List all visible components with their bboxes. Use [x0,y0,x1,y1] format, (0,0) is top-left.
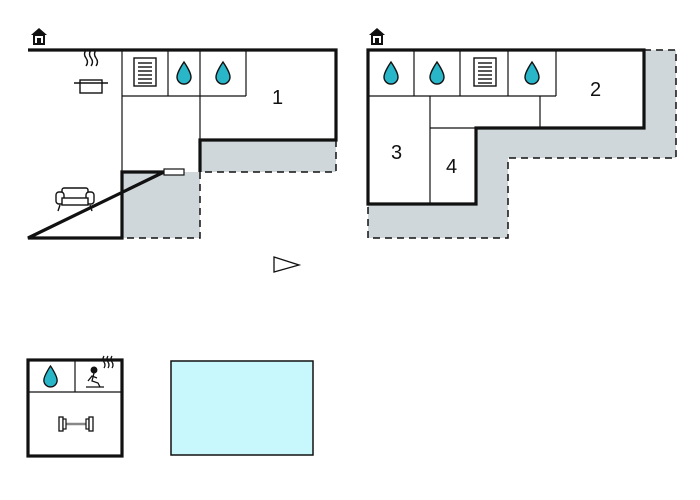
right-unit-walls [366,48,646,206]
water-drop-icon [176,61,192,85]
sauna-icon [86,355,114,388]
terrace-left [122,140,336,238]
closet-icon [133,57,157,87]
room-4-label: 4 [446,156,457,178]
water-drop-icon [43,365,58,388]
sofa-icon [55,187,95,212]
room-2-label: 2 [590,79,601,101]
house-entrance-icon [30,27,48,45]
terrace-right [368,50,676,238]
closet-icon [473,57,497,87]
terrace-door [163,168,185,176]
swimming-pool [170,360,314,456]
water-drop-icon [524,61,540,85]
house-entrance-icon [368,27,386,45]
north-arrow-icon [273,256,302,273]
annex-building [26,355,124,458]
room-1-label: 1 [272,87,283,109]
water-drop-icon [215,61,231,85]
left-unit: 1 [27,27,338,240]
terrace-right-edge [367,49,677,239]
water-drop-icon [429,61,445,85]
right-unit: 2 3 4 [366,27,677,239]
dumbbell-icon [58,416,94,432]
left-unit-walls [27,48,338,240]
water-drop-icon [383,61,399,85]
annex-walls [26,358,124,458]
cooking-pot-icon [74,49,108,94]
room-3-label: 3 [391,142,402,164]
